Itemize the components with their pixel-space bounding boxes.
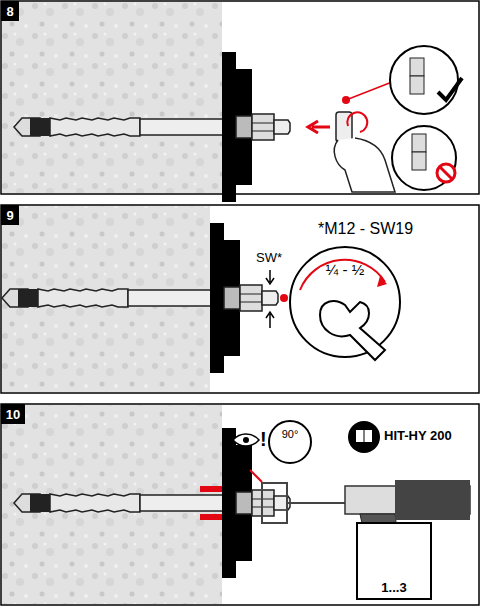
step-number: 8	[1, 1, 19, 21]
step-number: 10	[1, 404, 25, 424]
trigger-inset: 1...3	[356, 522, 432, 600]
node-text: 90°	[282, 428, 299, 440]
node-text: 8	[6, 5, 13, 18]
node-text: 10	[6, 408, 20, 421]
warning-mark: !	[260, 428, 267, 451]
turn-angle: ¼ - ½	[320, 259, 370, 279]
size-note: *M12 - SW19	[318, 220, 413, 238]
node-text: ¼ - ½	[326, 261, 364, 278]
product-name: HIT-HY 200	[384, 428, 452, 443]
node-text: 9	[6, 209, 13, 222]
angle-circle: 90°	[268, 420, 312, 464]
wrench-size: SW*	[256, 250, 282, 265]
node-text: 1...3	[381, 580, 406, 595]
step-number: 9	[1, 205, 19, 225]
